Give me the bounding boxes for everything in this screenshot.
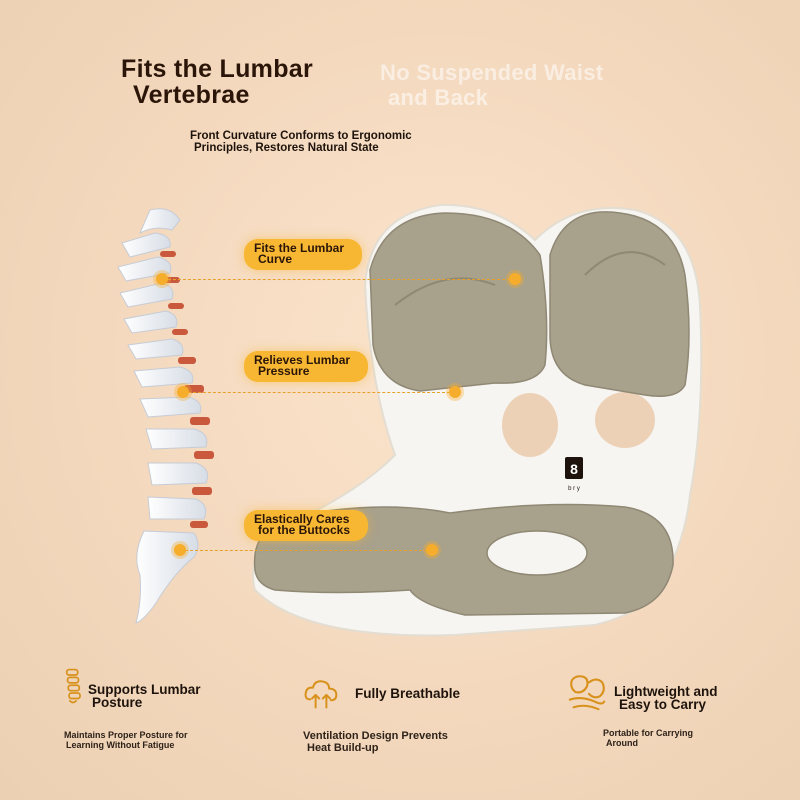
callout-buttocks: Elastically Cares for the Buttocks [244,510,369,541]
logo-glyph: 8 [570,461,578,477]
feature-3-desc-line1: Portable for Carrying [603,728,694,738]
vertebrae [117,208,209,624]
feature-1-title-line1: Supports Lumbar [88,682,201,697]
feature-2-title-line1: Fully Breathable [355,686,461,701]
callout-buttocks-line1: Elastically Cares [254,512,350,526]
spine-marker-2 [177,386,189,398]
callout-1-leader [163,279,515,280]
feature-1-title-line2: Posture [92,695,143,710]
chair-marker-2 [449,386,461,398]
main-title-line1: Fits the Lumbar [121,55,314,83]
logo-text: b r y [568,486,580,492]
main-title: Fits the Lumbar Vertebrae [121,56,313,108]
carry-icon [568,675,606,711]
spine-icon [65,668,81,704]
feature-2-title: Fully Breathable [355,686,461,701]
ghost-title-line2: and Back [388,85,489,110]
ghost-title: No Suspended Waist and Back [380,60,603,110]
ghost-title-line1: No Suspended Waist [380,60,604,85]
subtitle: Front Curvature Conforms to Ergonomic Pr… [190,130,412,154]
callout-buttocks-line2: for the Buttocks [258,523,351,537]
chair-marker-3 [426,544,438,556]
callout-lumbar-curve-line2: Curve [258,252,293,266]
intervertebral-discs [160,251,214,528]
callout-lumbar-curve-line1: Fits the Lumbar [254,241,345,255]
feature-3-title: Lightweight and Easy to Carry [614,684,718,712]
feature-2-desc: Ventilation Design Prevents Heat Build-u… [303,730,448,754]
airflow-icon [304,680,338,709]
callout-lumbar-pressure-line1: Relieves Lumbar [254,353,351,367]
spine-marker-3 [174,544,186,556]
callout-3-leader [180,550,432,551]
feature-1-desc: Maintains Proper Posture for Learning Wi… [64,730,188,750]
spine-marker-1 [156,273,168,285]
shell-cutout-right [595,392,655,448]
feature-1-desc-line1: Maintains Proper Posture for [64,730,188,740]
main-title-line2: Vertebrae [133,81,250,109]
feature-1-title: Supports Lumbar Posture [88,682,201,710]
callout-2-leader [183,392,455,393]
callout-lumbar-pressure: Relieves Lumbar Pressure [244,351,369,382]
back-cushions [369,211,690,397]
feature-3-desc: Portable for Carrying Around [603,728,693,748]
callout-lumbar-curve: Fits the Lumbar Curve [244,239,363,270]
feature-3-desc-line2: Around [606,738,638,748]
feature-2-desc-line2: Heat Build-up [307,742,379,754]
spine-illustration [117,208,214,624]
shell-cutout-left [502,393,558,457]
callout-lumbar-pressure-line2: Pressure [258,364,310,378]
feature-3-title-line1: Lightweight and [614,684,718,699]
feature-2-desc-line1: Ventilation Design Prevents [303,730,448,742]
feature-3-title-line2: Easy to Carry [619,697,707,712]
subtitle-line2: Principles, Restores Natural State [194,142,379,154]
brand-logo: 8 b r y [565,457,583,492]
feature-1-desc-line2: Learning Without Fatigue [66,740,175,750]
subtitle-line1: Front Curvature Conforms to Ergonomic [190,130,412,142]
chair-marker-1 [509,273,521,285]
